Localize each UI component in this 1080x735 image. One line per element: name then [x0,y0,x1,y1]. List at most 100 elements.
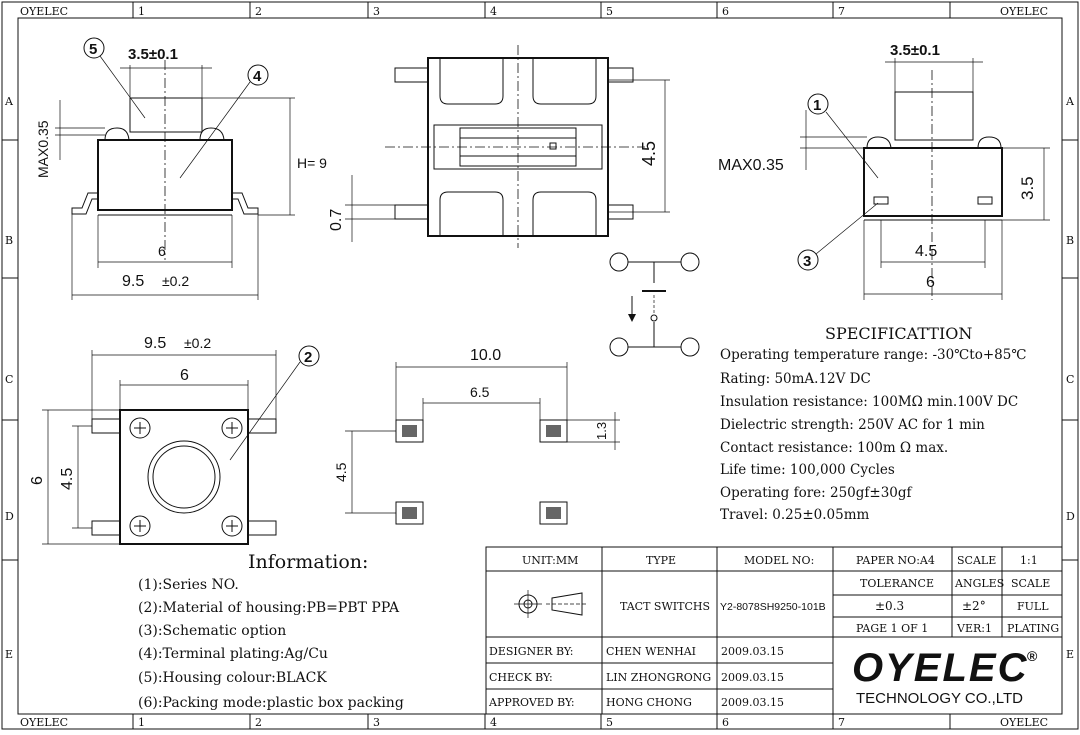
row-label: A [1065,95,1075,108]
tb-angles-label: ANGLES [954,577,1004,590]
company-name: TECHNOLOGY CO.,LTD [856,690,1023,707]
column-label: 1 [138,716,145,729]
tb-model-label: MODEL NO: [744,554,814,567]
border-brand-top-left: OYELEC [20,5,68,18]
column-label: 2 [255,5,262,18]
spec-line: Insulation resistance: 100MΩ min.100V DC [720,394,1018,410]
dim-overall-width: 9.5 [122,273,144,290]
dim-bottom-overall: 9.5 [144,335,166,352]
dim-button-width-right: 3.5±0.1 [890,42,940,59]
column-label: 5 [606,716,613,729]
dim-footprint-outer: 10.0 [470,347,501,364]
tb-unit: UNIT:MM [522,554,578,567]
tb-approver: HONG CHONG [606,696,692,709]
spec-line: Dielectric strength: 250V AC for 1 min [720,417,985,433]
border-brand-top-right: OYELEC [1000,5,1048,18]
dim-overall-tol: ±0.2 [162,273,189,289]
logo-registered: ® [1027,648,1038,664]
info-line: (2):Material of housing:PB=PBT PPA [138,600,400,616]
spec-line: Rating: 50mA.12V DC [720,371,871,387]
tb-tolerance-label: TOLERANCE [860,577,934,590]
column-label: 7 [838,5,845,18]
row-label: C [5,373,13,386]
row-label: E [5,648,13,661]
spec-title: SPECIFICATTION [825,324,972,343]
tb-scale-full: FULL [1017,600,1049,613]
column-label: 4 [490,5,497,18]
row-label: E [1066,648,1074,661]
dim-max-right: MAX0.35 [718,157,784,174]
row-label: C [1066,373,1074,386]
info-line: (1):Series NO. [138,577,239,593]
callout-4: 4 [253,68,262,85]
info-line: (4):Terminal plating:Ag/Cu [138,646,328,662]
tb-scale-label: SCALE [957,554,996,567]
tb-paper: PAPER NO:A4 [856,554,935,567]
callout-1: 1 [813,97,821,114]
tb-page: PAGE 1 OF 1 [856,622,928,635]
side-view-right: 3.5±0.1 MAX0.35 3.5 4.5 6 1 3 [718,42,1050,300]
info-line: (5):Housing colour:BLACK [138,670,327,686]
dim-bottom-height: 6 [29,476,46,485]
tb-plating: PLATING [1007,622,1059,635]
title-block: UNIT:MM TYPE MODEL NO: PAPER NO:A4 SCALE… [485,546,1063,715]
dim-bottom-overall-tol: ±0.2 [184,335,211,351]
dim-body-width-right: 6 [926,274,935,291]
oyelec-logo: OYELEC ® TECHNOLOGY CO.,LTD [852,646,1038,707]
border-brand-bottom-right: OYELEC [1000,716,1048,729]
tb-approved-label: APPROVED BY: [488,696,575,709]
tb-check-date: 2009.03.15 [721,671,784,684]
tb-type-label: TYPE [646,554,676,567]
border-brand-bottom-left: OYELEC [20,716,68,729]
dim-bottom-body: 6 [180,367,189,384]
tb-approved-date: 2009.03.15 [721,696,784,709]
pcb-footprint: 10.0 6.5 1.3 4.5 [333,347,620,525]
switch-schematic-symbol [609,252,700,357]
tb-designer-date: 2009.03.15 [721,645,784,658]
spec-line: Contact resistance: 100m Ω max. [720,440,948,456]
dim-button-width: 3.5±0.1 [128,46,178,63]
dim-height-h9: H= 9 [297,155,327,171]
row-label: A [4,95,14,108]
callout-2: 2 [304,349,312,366]
bottom-view-left: 9.5 ±0.2 6 6 4.5 2 [29,335,320,545]
tb-checker: LIN ZHONGRONG [606,671,711,684]
spec-line: Operating temperature range: -30℃to+85℃ [720,347,1026,363]
info-line: (3):Schematic option [138,623,286,639]
tb-scale-label-2: SCALE [1011,577,1050,590]
specification-section: SPECIFICATTION Operating temperature ran… [720,324,1026,523]
tb-check-label: CHECK BY: [489,671,553,684]
column-label: 3 [373,716,380,729]
column-label: 3 [373,5,380,18]
tb-designer-label: DESIGNER BY: [489,645,573,658]
tb-scale-value: 1:1 [1020,554,1038,567]
dim-bottom-pitch: 4.5 [59,468,76,490]
row-label: B [1066,234,1074,247]
tb-angle-value: ±2° [962,599,986,613]
tb-type-value: TACT SWITCHS [620,600,710,613]
dim-terminal-thickness: 0.7 [328,209,345,231]
tb-ver: VER:1 [956,622,992,635]
dim-footprint-pitch: 4.5 [333,462,349,482]
information-section: Information: (1):Series NO. (2):Material… [138,551,404,711]
top-view-center: 4.5 0.7 [328,45,670,248]
info-line: (6):Packing mode:plastic box packing [138,695,404,711]
row-label: D [5,510,14,523]
logo-wordmark: OYELEC [852,646,1028,690]
column-label: 7 [838,716,845,729]
column-label: 6 [722,716,729,729]
dim-top-height: 4.5 [639,141,659,166]
spec-line: Operating fore: 250gf±30gf [720,485,913,501]
tb-model-value: Y2-8078SH9250-101B [720,601,826,613]
info-title: Information: [248,551,368,573]
column-label: 2 [255,716,262,729]
callout-3: 3 [803,253,811,270]
callout-5: 5 [89,41,97,58]
tb-tol-value: ±0.3 [875,599,904,613]
column-label: 6 [722,5,729,18]
dim-pad-height: 1.3 [594,422,609,440]
tb-designer: CHEN WENHAI [606,645,696,658]
side-view-left: 3.5±0.1 MAX0.35 H= 9 6 9.5 ±0.2 5 4 [35,37,327,300]
